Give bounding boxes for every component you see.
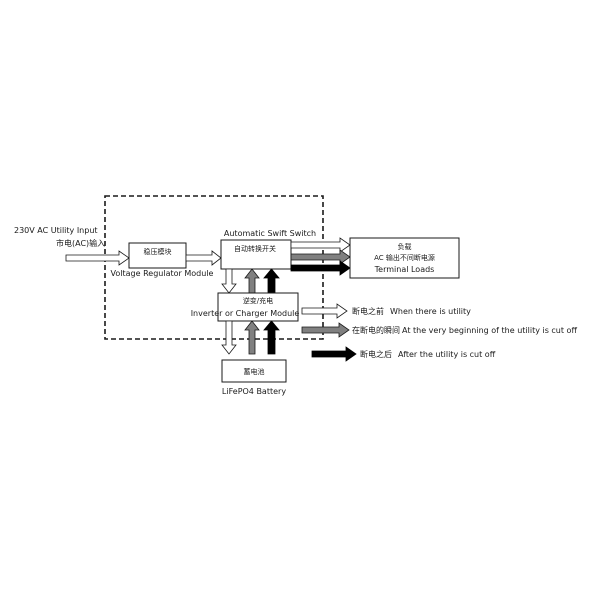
- battery-box: [221, 359, 287, 383]
- switch-to-inverter-white-arrow: [221, 268, 237, 294]
- input-arrow: [65, 250, 130, 266]
- regulator-to-switch-arrow: [185, 250, 222, 266]
- battery-to-inverter-gray-arrow: [244, 320, 260, 355]
- switch-label-en: Automatic Swift Switch: [224, 229, 316, 238]
- input-label-en: 230V AC Utility Input: [14, 226, 98, 235]
- battery-to-inverter-black-arrow: [263, 320, 280, 355]
- inverter-label-cn: 逆变/充电: [243, 296, 273, 305]
- regulator-label-en: Voltage Regulator Module: [111, 269, 214, 278]
- battery-label-en: LiFePO4 Battery: [222, 387, 286, 396]
- inverter-box: [217, 292, 299, 322]
- battery-label-cn: 蓄电池: [244, 367, 265, 376]
- loads-label-cn2: AC 输出不间断电源: [374, 253, 435, 262]
- legend-white-arrow: [301, 303, 348, 319]
- switch-to-loads-black-arrow: [290, 260, 351, 276]
- switch-to-loads-gray-arrow: [290, 249, 351, 265]
- switch-to-loads-white-arrow: [290, 237, 351, 253]
- inverter-label-en: Inverter or Charger Module: [191, 309, 300, 318]
- inverter-to-switch-black-arrow: [263, 268, 280, 294]
- inverter-to-switch-gray-arrow: [244, 268, 260, 294]
- loads-box: [349, 237, 460, 279]
- regulator-label-cn: 稳压模块: [144, 247, 172, 256]
- switch-box: [220, 239, 292, 270]
- switch-label-cn: 自动转换开关: [234, 244, 276, 253]
- legend-gray-arrow: [301, 322, 350, 338]
- legend-black-arrow: [311, 346, 357, 362]
- input-label-cn: 市电(AC)输入: [56, 238, 105, 248]
- loads-label-en: Terminal Loads: [374, 265, 435, 274]
- loads-label-cn1: 负载: [398, 242, 412, 251]
- inverter-to-battery-white-arrow: [221, 320, 237, 355]
